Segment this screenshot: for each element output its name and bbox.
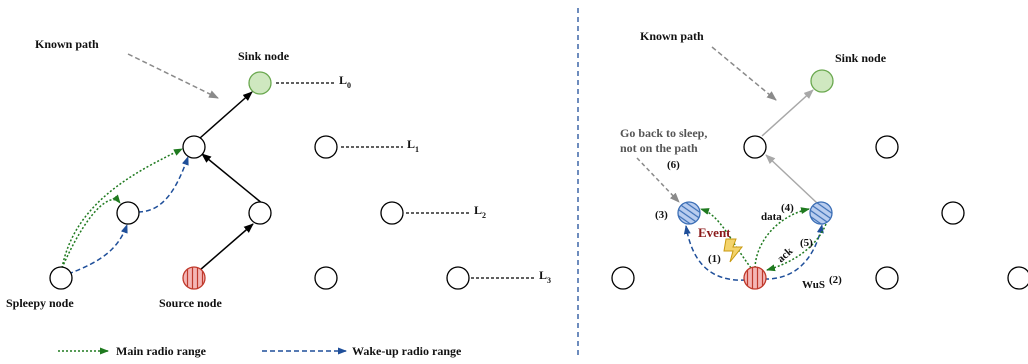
- step-1-label: (1): [708, 253, 721, 265]
- sleep-arrow: [636, 157, 680, 203]
- main-radio-source-right: [754, 207, 810, 269]
- event-lightning-icon: [723, 238, 744, 263]
- wakeup-radio-source-right: [763, 224, 824, 280]
- right-node-woken-right: [809, 201, 833, 225]
- main-radio-spleepy-n1: [61, 148, 183, 269]
- legend: Main radio range Wake-up radio range: [58, 344, 462, 358]
- level-label-3: L3: [539, 268, 551, 285]
- left-node-l2a: [116, 201, 140, 225]
- path-arrow-n1-sink: [199, 91, 253, 139]
- main-radio-source-left: [700, 208, 752, 269]
- right-known-path-label: Known path: [640, 29, 704, 43]
- step-2-label: (2): [829, 274, 842, 286]
- source-node-label: Source node: [159, 296, 222, 310]
- level-label-0: L0: [339, 73, 351, 90]
- right-source-node: [743, 266, 767, 290]
- step-5-label: (5): [800, 237, 813, 249]
- right-sink-node: [810, 69, 834, 93]
- left-known-path-label: Known path: [35, 37, 99, 51]
- event-label: Event: [698, 225, 731, 240]
- right-path-arrow-n1-sink: [761, 89, 814, 137]
- main-radio-spleepy-mid: [61, 194, 121, 269]
- step-4-label: (4): [781, 202, 794, 214]
- sleep-label-line1: Go back to sleep,: [620, 126, 707, 140]
- data-label: data: [761, 211, 782, 223]
- left-node-l1b: [314, 135, 338, 159]
- left-node-l3d: [446, 266, 470, 290]
- path-arrow-n2-n1: [201, 153, 264, 205]
- right-node-l3a: [611, 266, 635, 290]
- right-panel: Known path Sink node Go back to sleep, n…: [611, 29, 1028, 291]
- wakeup-radio-source-left: [683, 225, 747, 281]
- left-known-path-arrow: [127, 53, 219, 99]
- main-radio-ack: [766, 223, 827, 272]
- step-6-label: (6): [667, 159, 680, 171]
- sleep-label-line2: not on the path: [620, 141, 698, 155]
- right-node-woken-left: [677, 201, 701, 225]
- left-sink-node: [248, 71, 272, 95]
- level-label-2: L2: [474, 203, 486, 220]
- legend-wakeup-radio-label: Wake-up radio range: [352, 344, 462, 358]
- left-node-l2b: [248, 201, 272, 225]
- left-node-l3c: [314, 266, 338, 290]
- right-sink-label: Sink node: [835, 51, 887, 65]
- step-3-label: (3): [655, 209, 668, 221]
- source-node: [182, 266, 206, 290]
- wakeup-radio-spleepy-mid: [67, 224, 128, 275]
- spleepy-node-label: Spleepy node: [6, 296, 74, 310]
- right-node-l1b: [875, 135, 899, 159]
- left-panel: Known path Sink node L0 L1 L2 L3: [6, 37, 551, 310]
- wakeup-radio-mid-n1: [137, 156, 189, 213]
- ack-label: ack: [775, 245, 796, 266]
- left-node-l2c: [380, 201, 404, 225]
- left-node-l1: [182, 135, 206, 159]
- right-path-arrow-data-n1: [765, 154, 818, 204]
- level-label-1: L1: [407, 137, 419, 154]
- legend-main-radio-label: Main radio range: [116, 344, 207, 358]
- right-node-l1a: [743, 135, 767, 159]
- path-arrow-source-n2: [199, 223, 254, 271]
- spleepy-node: [49, 266, 73, 290]
- left-sink-label: Sink node: [238, 49, 290, 63]
- wus-label: WuS: [802, 279, 825, 291]
- right-node-l3c: [875, 266, 899, 290]
- right-node-l2c: [941, 201, 965, 225]
- right-known-path-arrow: [711, 46, 777, 101]
- right-node-l3d: [1007, 266, 1028, 290]
